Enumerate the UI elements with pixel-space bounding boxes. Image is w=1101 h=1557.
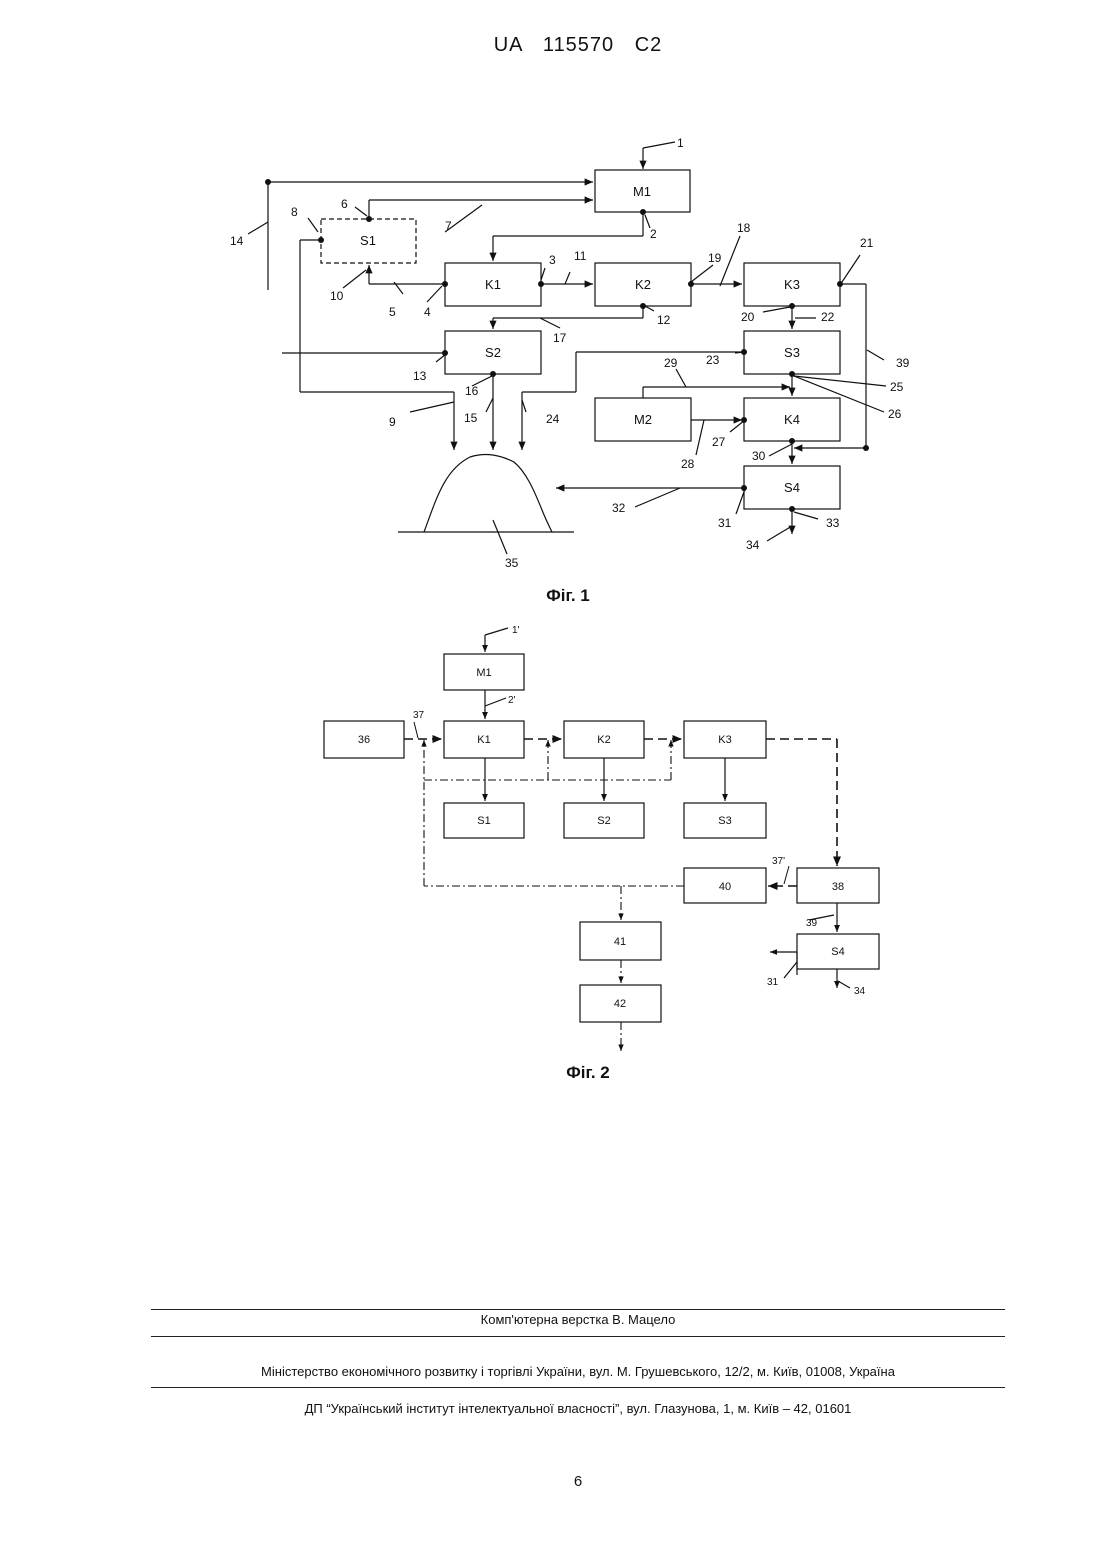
ref-14: 14 <box>230 234 244 248</box>
fig2-block-k3 <box>684 721 766 758</box>
fig2-block-36 <box>324 721 404 758</box>
page-number: 6 <box>0 1473 1101 1490</box>
fig2-block-s4 <box>797 934 879 969</box>
ref-24: 24 <box>546 412 560 426</box>
fig2-label-k3: K3 <box>718 734 731 746</box>
label-k2: K2 <box>635 277 651 292</box>
fig2-block-k1 <box>444 721 524 758</box>
label-m1: M1 <box>633 184 651 199</box>
footer-rule-middle <box>151 1336 1005 1337</box>
ref-20: 20 <box>741 310 755 324</box>
fig2-label-m1: M1 <box>476 667 491 679</box>
fig2-ref-37p: 37' <box>772 856 785 867</box>
ref-2: 2 <box>650 227 657 241</box>
footer-typesetting: Комп'ютерна верстка В. Мацело <box>0 1312 1101 1327</box>
fig2-block-s1 <box>444 803 524 838</box>
ref-22: 22 <box>821 310 835 324</box>
label-s1: S1 <box>360 233 376 248</box>
fig2-block-s2 <box>564 803 644 838</box>
fig2-label-k1: K1 <box>477 734 490 746</box>
fig2-ref-34: 34 <box>854 986 866 997</box>
ref-7: 7 <box>445 219 452 233</box>
fig2-label-36: 36 <box>358 734 370 746</box>
fig2-block-42 <box>580 985 661 1022</box>
fig2-ref-31: 31 <box>767 977 779 988</box>
footer-ministry: Міністерство економічного розвитку і тор… <box>0 1364 1101 1379</box>
ref-31: 31 <box>718 516 732 530</box>
fig2-label-s1: S1 <box>477 815 490 827</box>
ref-28: 28 <box>681 457 695 471</box>
ref-9: 9 <box>389 415 396 429</box>
fig2-block-41 <box>580 922 661 960</box>
fig2-ref-39: 39 <box>806 918 818 929</box>
label-k3: K3 <box>784 277 800 292</box>
figure-2-caption: Фіг. 2 <box>538 1063 638 1083</box>
ref-29: 29 <box>664 356 678 370</box>
fig2-ref-37: 37 <box>413 710 425 721</box>
label-k4: K4 <box>784 412 800 427</box>
fig2-block-m1 <box>444 654 524 690</box>
ref-19: 19 <box>708 251 722 265</box>
ref-25: 25 <box>890 380 904 394</box>
fig2-block-38 <box>797 868 879 903</box>
ref-16: 16 <box>465 384 479 398</box>
label-k1: K1 <box>485 277 501 292</box>
ref-30: 30 <box>752 449 766 463</box>
ref-21: 21 <box>860 236 874 250</box>
fig2-label-s4: S4 <box>831 946 844 958</box>
fig2-label-40: 40 <box>719 881 731 893</box>
label-s4: S4 <box>784 480 800 495</box>
ref-39: 39 <box>896 356 910 370</box>
ref-8: 8 <box>291 205 298 219</box>
fig2-ref-1p: 1' <box>512 625 520 636</box>
ref-17: 17 <box>553 331 567 345</box>
ref-12: 12 <box>657 313 671 327</box>
label-s3: S3 <box>784 345 800 360</box>
footer-rule-bottom <box>151 1387 1005 1388</box>
ref-34: 34 <box>746 538 760 552</box>
ref-3: 3 <box>549 253 556 267</box>
ref-13: 13 <box>413 369 427 383</box>
ref-4: 4 <box>424 305 431 319</box>
fig2-block-40 <box>684 868 766 903</box>
ref-6: 6 <box>341 197 348 211</box>
fig2-label-38: 38 <box>832 881 844 893</box>
ref-26: 26 <box>888 407 902 421</box>
ref-10: 10 <box>330 289 344 303</box>
ref-27: 27 <box>712 435 726 449</box>
fig2-ref-2p: 2' <box>508 695 516 706</box>
fig2-label-k2: K2 <box>597 734 610 746</box>
fig2-block-k2 <box>564 721 644 758</box>
ref-1: 1 <box>677 136 684 150</box>
ref-11: 11 <box>574 249 587 263</box>
fig2-label-42: 42 <box>614 998 626 1010</box>
ref-5: 5 <box>389 305 396 319</box>
fig2-label-s2: S2 <box>597 815 610 827</box>
fig2-label-41: 41 <box>614 936 626 948</box>
ref-23: 23 <box>706 353 720 367</box>
ref-33: 33 <box>826 516 840 530</box>
ref-15: 15 <box>464 411 478 425</box>
label-s2: S2 <box>485 345 501 360</box>
ref-32: 32 <box>612 501 626 515</box>
fig2-label-s3: S3 <box>718 815 731 827</box>
fig2-block-s3 <box>684 803 766 838</box>
footer-institute: ДП “Український інститут інтелектуальної… <box>0 1401 1101 1416</box>
ref-18: 18 <box>737 221 751 235</box>
label-m2: M2 <box>634 412 652 427</box>
figure-1-caption: Фіг. 1 <box>518 586 618 606</box>
ref-35: 35 <box>505 556 519 570</box>
figure-1-diagram: M1 S1 K1 K2 K3 S2 S3 M2 K4 S4 1 2 3 4 5 … <box>0 0 1101 600</box>
footer-rule-top <box>151 1309 1005 1310</box>
